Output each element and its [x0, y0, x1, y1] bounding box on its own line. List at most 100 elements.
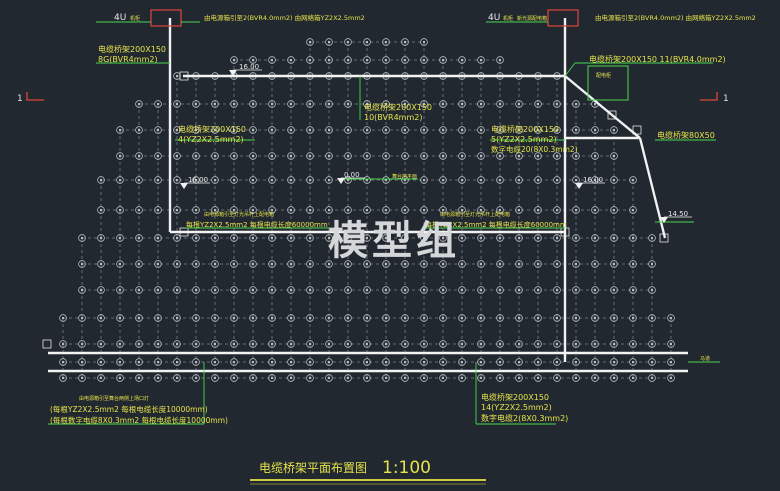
grid-node-center	[118, 360, 122, 364]
grid-node-center	[175, 360, 179, 364]
grid-node	[97, 358, 105, 366]
grid-node-center	[118, 262, 122, 266]
grid-node-center	[669, 376, 673, 380]
grid-node	[154, 260, 162, 268]
grid-node	[553, 374, 561, 382]
grid-node-center	[365, 376, 369, 380]
grid-node-center	[137, 262, 141, 266]
equipment-box-left	[150, 9, 182, 27]
grid-node-center	[365, 236, 369, 240]
grid-node	[135, 314, 143, 322]
grid-node-center	[213, 288, 217, 292]
grid-node-center	[270, 128, 274, 132]
grid-node-center	[403, 342, 407, 346]
grid-node	[648, 260, 656, 268]
grid-node-center	[498, 236, 502, 240]
grid-node	[515, 206, 523, 214]
grid-node-center	[99, 262, 103, 266]
grid-node-center	[422, 102, 426, 106]
tray-right-mid-label-2: 5(YZ2X2.5mm2)	[491, 135, 557, 144]
grid-node-center	[460, 208, 464, 212]
grid-node	[496, 260, 504, 268]
grid-node-center	[574, 360, 578, 364]
grid-node-center	[650, 262, 654, 266]
grid-node	[401, 234, 409, 242]
grid-node-center	[99, 360, 103, 364]
grid-node-center	[194, 102, 198, 106]
grid-node	[515, 260, 523, 268]
grid-node	[344, 374, 352, 382]
grid-node-center	[384, 288, 388, 292]
grid-node-center	[498, 288, 502, 292]
grid-node-center	[270, 360, 274, 364]
grid-node	[287, 260, 295, 268]
grid-node-center	[593, 178, 597, 182]
grid-node-center	[631, 288, 635, 292]
grid-node-center	[118, 154, 122, 158]
grid-node	[420, 314, 428, 322]
grid-node	[344, 314, 352, 322]
grid-node	[211, 374, 219, 382]
grid-node	[268, 126, 276, 134]
grid-node-center	[213, 128, 217, 132]
grid-node	[629, 234, 637, 242]
grid-node	[287, 286, 295, 294]
grid-node-center	[441, 376, 445, 380]
grid-node-center	[80, 236, 84, 240]
grid-node-center	[441, 128, 445, 132]
grid-node	[572, 286, 580, 294]
grid-node	[401, 286, 409, 294]
grid-node	[401, 206, 409, 214]
grid-node	[344, 152, 352, 160]
grid-node	[363, 152, 371, 160]
grid-node-center	[479, 360, 483, 364]
grid-node	[420, 286, 428, 294]
grid-node	[648, 286, 656, 294]
junction-box	[607, 110, 617, 120]
grid-node-center	[137, 154, 141, 158]
grid-node-center	[460, 316, 464, 320]
grid-node	[534, 314, 542, 322]
grid-node-center	[384, 262, 388, 266]
grid-node	[154, 206, 162, 214]
grid-node-center	[232, 208, 236, 212]
grid-node-center	[175, 376, 179, 380]
grid-node	[553, 206, 561, 214]
grid-node	[629, 286, 637, 294]
grid-node	[325, 100, 333, 108]
grid-node	[610, 314, 618, 322]
grid-node-center	[327, 178, 331, 182]
grid-node	[211, 206, 219, 214]
grid-node	[325, 286, 333, 294]
grid-node-center	[175, 236, 179, 240]
equipment-left-tag: 机柜	[130, 15, 140, 22]
grid-node	[439, 126, 447, 134]
grid-node	[268, 374, 276, 382]
tray-left-mid-label-1: 电缆桥架200X150	[178, 124, 246, 134]
grid-node-center	[346, 262, 350, 266]
grid-node	[306, 314, 314, 322]
grid-node-center	[118, 288, 122, 292]
grid-node-center	[194, 128, 198, 132]
grid-node-center	[327, 102, 331, 106]
grid-node-center	[479, 128, 483, 132]
grid-node-center	[479, 342, 483, 346]
grid-node-center	[612, 360, 616, 364]
equipment-left-line: 由电源箱引至2(BVR4.0mm2) 由网络箱YZ2X2.5mm2	[204, 13, 365, 22]
grid-node-center	[232, 154, 236, 158]
grid-node	[97, 176, 105, 184]
grid-node-center	[61, 376, 65, 380]
grid-node	[401, 314, 409, 322]
grid-node-center	[308, 360, 312, 364]
grid-node-center	[270, 58, 274, 62]
grid-node-center	[346, 102, 350, 106]
grid-node-center	[555, 102, 559, 106]
grid-node-center	[213, 316, 217, 320]
grid-node-center	[137, 236, 141, 240]
grid-node-center	[384, 154, 388, 158]
grid-node-center	[251, 288, 255, 292]
grid-node-center	[574, 128, 578, 132]
elevation-markers	[180, 70, 668, 223]
grid-node	[306, 56, 314, 64]
grid-node	[97, 374, 105, 382]
